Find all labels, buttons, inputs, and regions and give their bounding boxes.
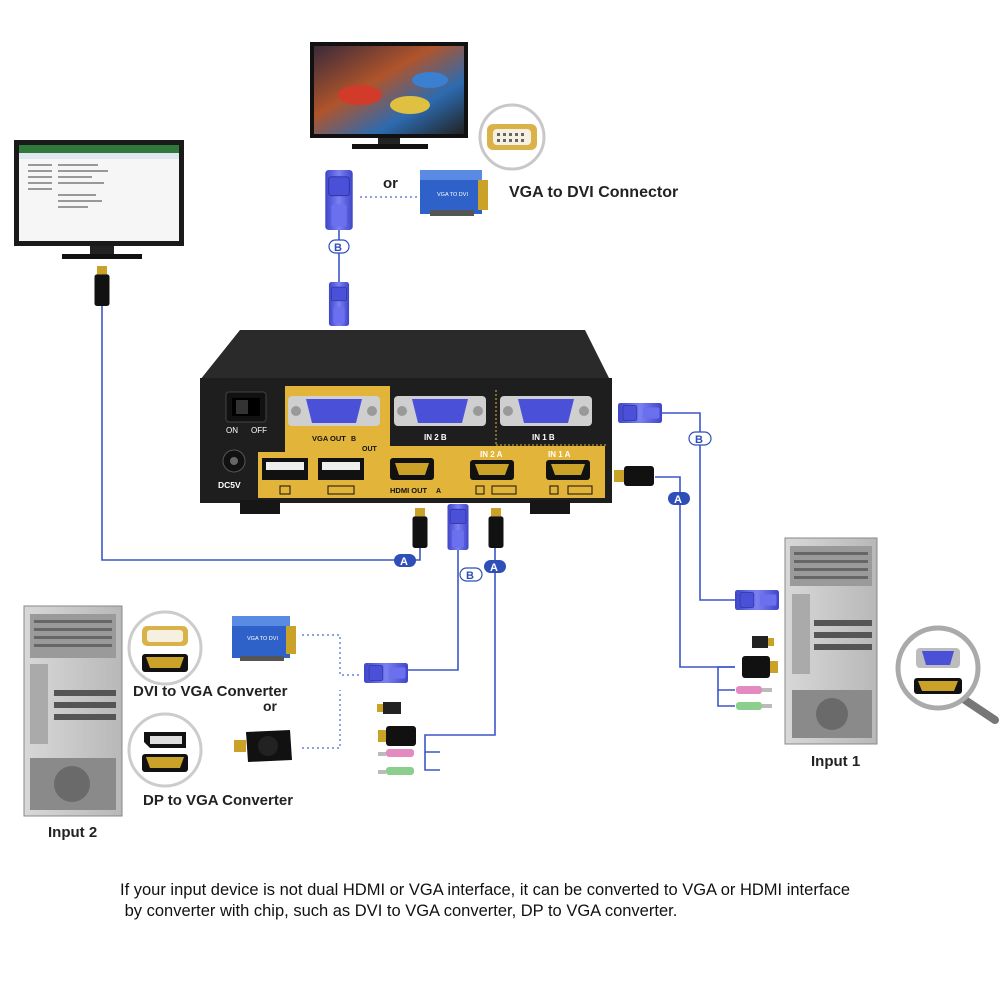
hdmi-plug-out [412,508,428,548]
vga-cable-in1b [660,412,735,601]
switch-in1b: IN 1 B [532,433,555,442]
hdmi-plug-in1a [614,466,654,486]
svg-text:A: A [490,562,498,574]
kvm-switch: ON OFF DC5V VGA OUT B OUT IN 2 B IN 1 B [200,330,612,514]
vga-plug-top-monitor [324,170,354,230]
vga-plug-top-switch [328,282,350,326]
note-line-1: If your input device is not dual HDMI or… [120,881,851,899]
svg-text:A: A [674,494,682,506]
label-or-top: or [383,175,398,192]
vga-plug-input2 [364,662,408,684]
hdmi-cable-to-left-monitor [101,300,421,561]
dotted-links [302,196,420,749]
switch-in2a: IN 2 A [480,450,503,459]
badge-b-top: B [328,239,350,254]
switch-vga-out: VGA OUT [312,434,346,443]
vga-plug-in1b [618,402,662,424]
badge-a-right: A [668,492,690,506]
audio-plugs-input2 [378,749,414,775]
dvi-to-vga-adapter: VGA TO DVI [232,616,296,661]
conversion-note: If your input device is not dual HDMI or… [120,880,920,922]
usb-plug-input1 [752,636,774,648]
hdmi-out-port [390,458,434,480]
hdmi-cable-in2a [435,545,496,736]
dp-to-vga-adapter [234,730,292,762]
input1-pc [784,537,878,745]
badge-b-right: B [688,431,712,446]
badge-a-left: A [394,554,416,568]
label-input2: Input 2 [48,824,97,841]
switch-on: ON [226,426,238,435]
badge-b-bottom: B [459,567,483,582]
label-input1: Input 1 [811,753,860,770]
badge-a-bottom: A [484,560,506,574]
usb-plug-input2 [377,702,401,714]
in2b-port [394,396,486,426]
vga-out-port [288,396,380,426]
svg-text:B: B [334,242,342,254]
usb-ports [262,458,364,495]
switch-off: OFF [251,426,267,435]
switch-vga-out-mark: B [351,436,356,443]
dvi-hdmi-ports-icon [127,610,203,686]
vga-cable-in2b [408,548,459,671]
in1a-port [546,460,593,495]
in2a-port [470,460,517,495]
vga-plug-in2b [447,504,469,550]
top-monitor [310,42,468,149]
dvi-connector-icon [478,103,546,171]
hdmi-plug-input1 [742,656,778,678]
note-line-2: by converter with chip, such as DVI to V… [120,902,678,920]
in1b-port [500,396,592,426]
input2-pc [23,605,123,817]
vga-to-dvi-adapter-top: VGA TO DVI [420,170,488,216]
switch-in2b: IN 2 B [424,433,447,442]
svg-text:B: B [695,434,703,446]
hdmi-plug-in2a [488,508,504,548]
vga-plug-input1 [735,589,779,611]
dp-hdmi-ports-icon [127,712,203,788]
svg-text:A: A [400,556,408,568]
label-vga-to-dvi: VGA to DVI Connector [509,184,678,201]
adapter-label-top: VGA TO DVI [437,192,468,198]
switch-in1a: IN 1 A [548,450,571,459]
hdmi-cable-in1a [655,476,735,668]
label-or-bottom: or [263,698,278,714]
hdmi-plug-input2 [378,726,416,746]
adapter-label-bottom: VGA TO DVI [247,636,278,642]
switch-out: OUT [362,446,378,453]
switch-hdmi-out: HDMI OUT [390,486,427,495]
magnifier-icon [895,625,999,724]
hdmi-plug-left-monitor [94,266,110,306]
cables [101,215,735,771]
label-dvi-to-vga: DVI to VGA Converter [133,683,288,700]
audio-plugs-input1 [736,686,772,710]
svg-text:B: B [466,570,474,582]
switch-dc: DC5V [218,480,241,490]
left-monitor [14,140,184,259]
switch-hdmi-out-mark: A [436,488,441,495]
label-dp-to-vga: DP to VGA Converter [143,792,293,809]
